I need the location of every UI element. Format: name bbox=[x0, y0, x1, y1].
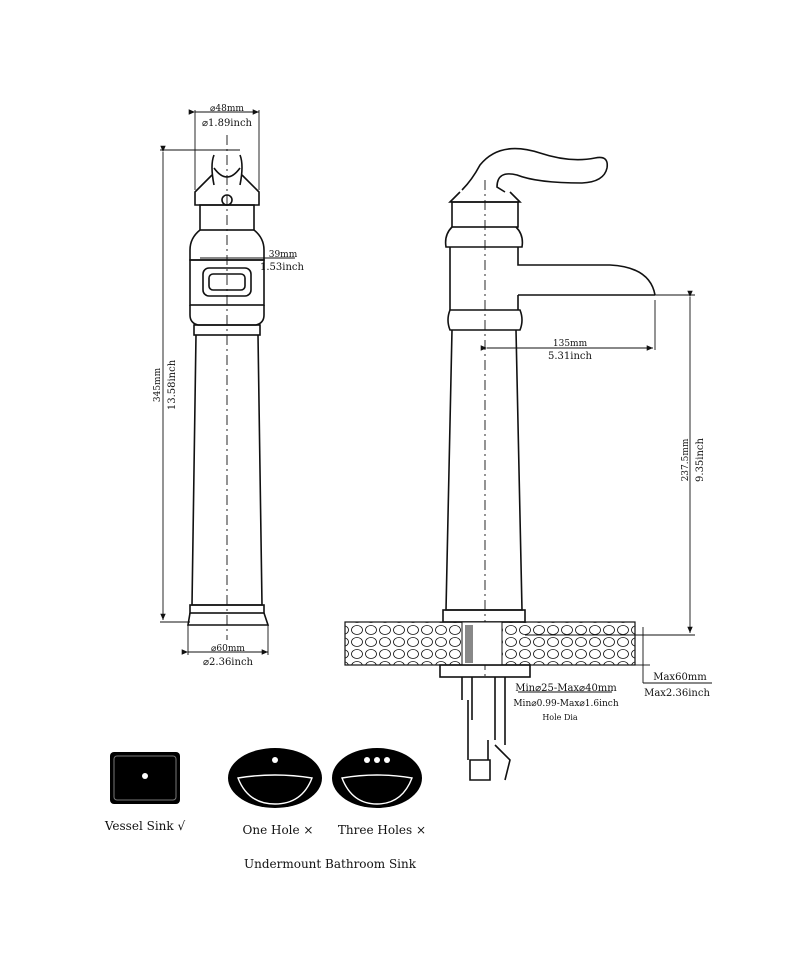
spout-height-mm: 237.5mm bbox=[681, 438, 691, 481]
handle-width-mm: 39mm bbox=[269, 250, 298, 260]
spout-height-in: 9.35inch bbox=[695, 437, 706, 482]
spout-reach-mm: 135mm bbox=[553, 339, 588, 349]
hole-dia-label: Hole Dia bbox=[542, 713, 578, 722]
one-hole-label: One Hole × bbox=[243, 823, 314, 837]
base-diameter-in: ⌀2.36inch bbox=[203, 657, 254, 668]
three-holes-label: Three Holes × bbox=[338, 823, 426, 837]
front-view: ⌀48mm ⌀1.89inch 39mm 1.53inch 345mm 13.5… bbox=[153, 104, 305, 668]
vessel-sink-icon bbox=[110, 752, 180, 804]
side-view: 237.5mm 9.35inch 135mm 5.31inch Max60mm … bbox=[344, 147, 712, 781]
deck-thickness-in: Max2.36inch bbox=[644, 688, 710, 699]
vessel-sink-label: Vessel Sink √ bbox=[104, 819, 186, 833]
hole-dia-mm: Min⌀25-Max⌀40mm bbox=[515, 683, 617, 694]
undermount-caption: Undermount Bathroom Sink bbox=[244, 857, 417, 871]
three-holes-sink-icon bbox=[332, 748, 422, 808]
height-mm: 345mm bbox=[153, 367, 163, 402]
base-diameter-mm: ⌀60mm bbox=[211, 644, 245, 654]
one-hole-sink-icon bbox=[228, 748, 322, 808]
height-in: 13.58inch bbox=[167, 359, 178, 410]
deck-thickness-mm: Max60mm bbox=[653, 672, 707, 683]
top-diameter-mm: ⌀48mm bbox=[210, 104, 244, 114]
spout-reach-in: 5.31inch bbox=[548, 351, 593, 362]
hole-dia-in: Min⌀0.99-Max⌀1.6inch bbox=[513, 699, 618, 709]
top-diameter-in: ⌀1.89inch bbox=[202, 118, 253, 129]
handle-width-in: 1.53inch bbox=[260, 262, 305, 273]
sink-compatibility: Vessel Sink √ One Hole × Three Holes × U… bbox=[104, 748, 426, 871]
